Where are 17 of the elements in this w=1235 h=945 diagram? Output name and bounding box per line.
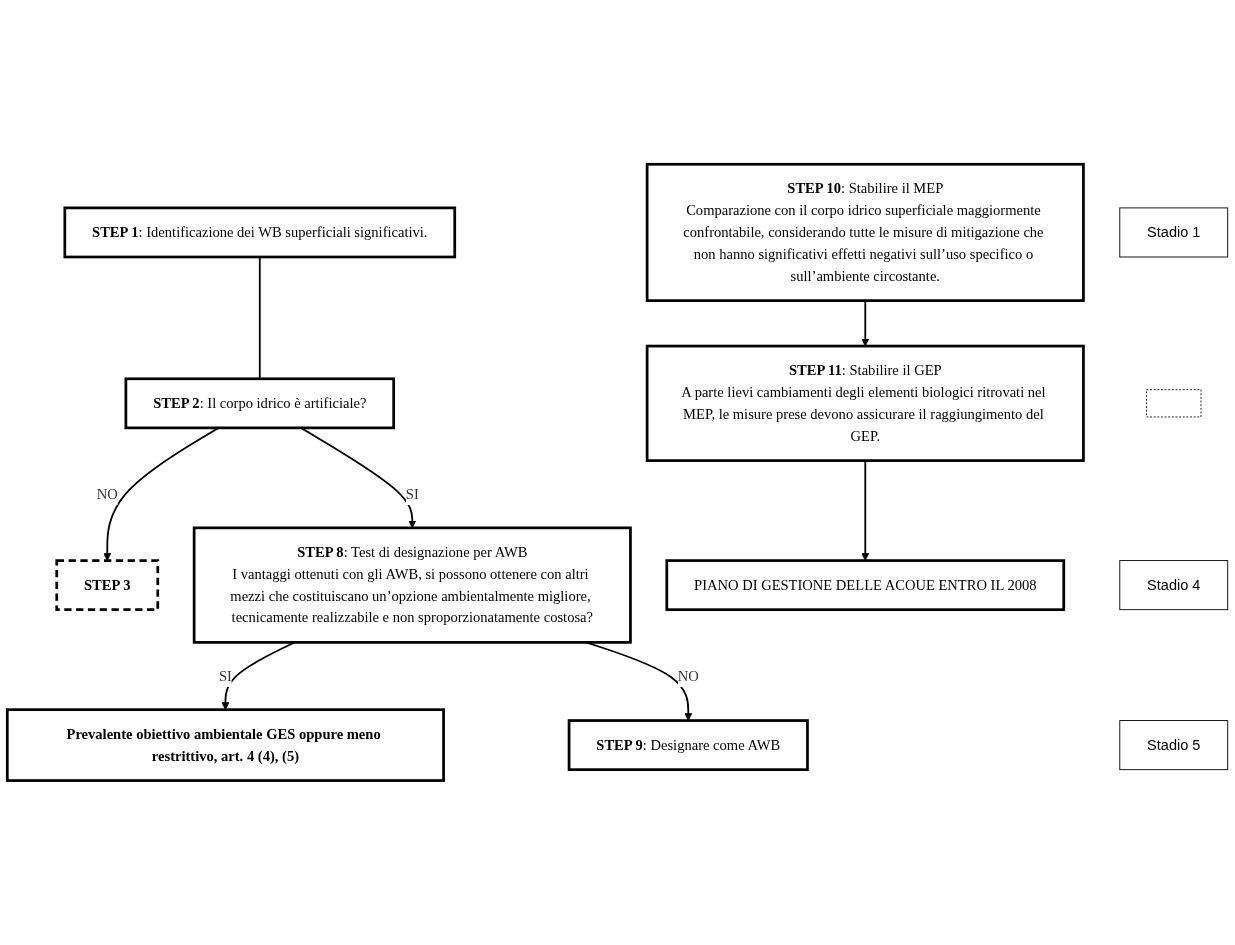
node-box: STEP 3 (55, 559, 160, 612)
node-box: STEP 8: Test di designazione per AWB I vantaggi ottenuti con gli AWB, si possono ottenere con altri mezzi che costituiscano un’opzione ambientalmente migliore, tecnicamente realizzabile e non sproporzionatamente costosa? (192, 526, 632, 644)
edge-label: NO (96, 486, 118, 502)
node-box: STEP 11: Stabilire il GEP A parte lievi cambiamenti degli elementi biologici ritrovati nel MEP, le misure prese devono assicurare il raggiungimento del GEP. (645, 344, 1085, 463)
edge-label: SI (405, 486, 419, 502)
node-box: STEP 2: Il corpo idrico è artificiale? (124, 377, 396, 430)
node-box (1146, 389, 1202, 418)
node-box: STEP 9: Designare come AWB (567, 719, 809, 772)
node-box: STEP 1: Identificazione dei WB superficiali significativi. (63, 206, 457, 259)
node-box: Stadio 4 (1119, 560, 1229, 611)
node-box: STEP 10: Stabilire il MEP Comparazione con il corpo idrico superficiale maggiormente confrontabile, considerando tutte le misure di mitigazione che non hanno significativi effetti negativi sull’uso specifico o sull’ambiente circostante. (645, 163, 1085, 303)
node-box: PIANO DI GESTIONE DELLE ACOUE ENTRO IL 2008 (665, 559, 1066, 612)
edge-label: NO (677, 667, 699, 684)
edge-label: SI (218, 667, 232, 684)
node-box: Stadio 1 (1119, 207, 1229, 258)
node-box: Prevalente obiettivo ambientale GES oppure meno restrittivo, art. 4 (4), (5) (5, 708, 445, 782)
node-box: Stadio 5 (1119, 720, 1229, 771)
